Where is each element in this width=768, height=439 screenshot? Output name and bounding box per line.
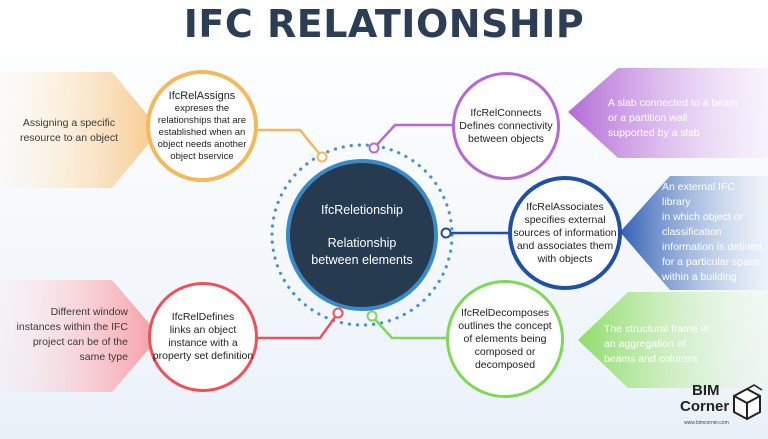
decomposes-example: The structural frame is an aggregation o… xyxy=(604,323,709,365)
defines-example: Different window instances within the IF… xyxy=(16,306,128,363)
connects-example: A slab connected to a beam or a partitio… xyxy=(608,97,738,139)
assigns-arrow-shape xyxy=(0,72,160,188)
connects-connector xyxy=(373,123,455,149)
ifcrelationship-hub: IfcReletionship Relationship between ele… xyxy=(286,159,438,311)
decomposes-arrow-shape xyxy=(578,292,768,388)
page-title: IFC RELATIONSHIP xyxy=(183,2,585,46)
defines-arrow-shape xyxy=(0,280,160,392)
box-icon xyxy=(733,384,763,421)
assigns-example: Assigning a specific resource to an obje… xyxy=(19,117,119,144)
decomposes-connector xyxy=(371,315,450,340)
hub-dotted-ring xyxy=(270,143,454,327)
assigns-connector xyxy=(245,128,323,158)
hub-title: IfcReletionship xyxy=(321,202,403,217)
associates-arrow-shape xyxy=(620,176,768,290)
ifcrelconnects-node: IfcRelConnects Defines connectivity betw… xyxy=(452,72,560,180)
ifcreldecomposes-node: IfcRelDecomposes outlines the concept of… xyxy=(446,280,564,398)
ifcreldefines-node: IfcRelDefines links an object instance w… xyxy=(148,282,258,392)
hub-desc-line1: Relationship xyxy=(327,235,397,250)
ifcrelassigns-node: IfcRelAssigns expreses the relationships… xyxy=(146,70,258,182)
defines-connector xyxy=(255,312,340,340)
bim-corner-logo: BIM Corner www.bimcorner.com xyxy=(680,382,764,434)
associates-example: An external IFC library in which object … xyxy=(662,181,762,283)
hub-desc-line2: between elements xyxy=(311,252,413,267)
connects-arrow-shape xyxy=(568,68,768,158)
ifcrelassociates-node: IfcRelAssociates specifies external sour… xyxy=(508,176,622,290)
